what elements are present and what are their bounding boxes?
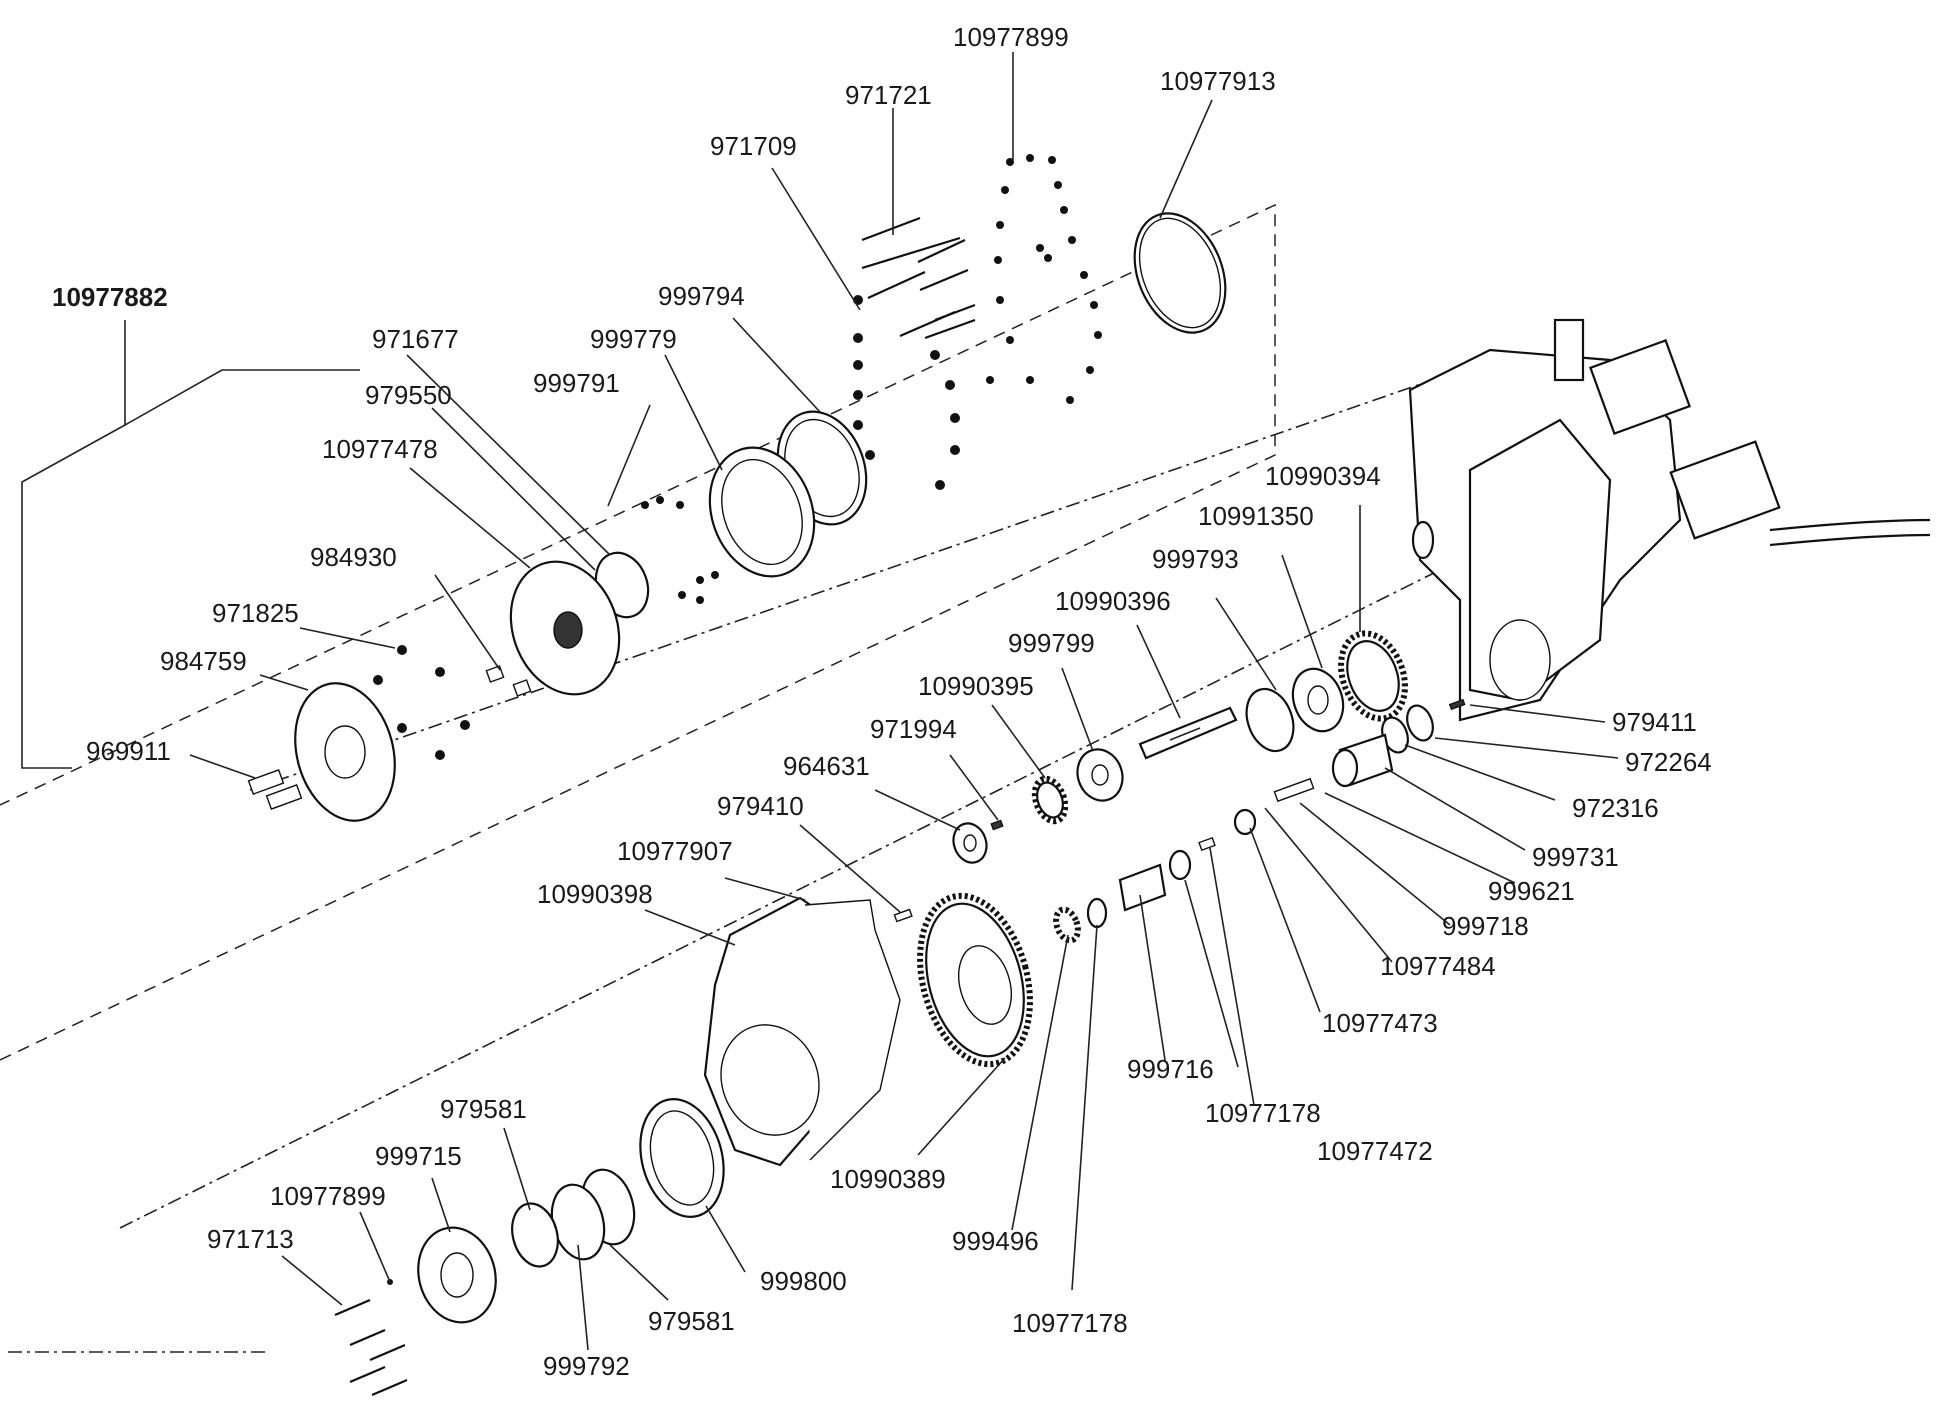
callout-label: 979410	[717, 791, 804, 821]
hex-bolts	[247, 769, 303, 810]
callout-label: 999716	[1127, 1054, 1214, 1084]
callout-label: 10977907	[617, 836, 733, 866]
callout-label: 10977472	[1317, 1136, 1433, 1166]
pump-body	[1408, 318, 1931, 722]
callout-label: 999779	[590, 324, 677, 354]
callout-label: 10977178	[1205, 1098, 1321, 1128]
callout-label: 10990398	[537, 879, 653, 909]
parts-artwork	[247, 154, 1931, 1397]
callout-label: 10977484	[1380, 951, 1496, 981]
pin-979410	[893, 908, 913, 923]
callout-label: 10977178	[1012, 1308, 1128, 1338]
callout-label: 972264	[1625, 747, 1712, 777]
right-small-parts	[1053, 698, 1466, 944]
callout-labels: 10977882 10977899 971721 971709 10977913…	[52, 22, 1712, 1381]
callout-label: 10977478	[322, 434, 438, 464]
callout-label: 999792	[543, 1351, 630, 1381]
callout-label: 999794	[658, 281, 745, 311]
callout-label: 999731	[1532, 842, 1619, 872]
callout-label: 971994	[870, 714, 957, 744]
gear-10990394	[1338, 630, 1408, 722]
callout-label: 999800	[760, 1266, 847, 1296]
callout-label: 10977899	[270, 1181, 386, 1211]
callout-label: 10990394	[1265, 461, 1381, 491]
callout-label: 972316	[1572, 793, 1659, 823]
small-screws	[641, 496, 719, 604]
leader-lines	[189, 52, 1619, 1351]
long-screws	[853, 216, 976, 490]
callout-label: 999715	[375, 1141, 462, 1171]
lower-left-parts	[334, 1098, 725, 1397]
callout-label: 999791	[533, 368, 620, 398]
callout-label: 979411	[1612, 707, 1697, 737]
callout-label: 10990395	[918, 671, 1034, 701]
callout-label: 971709	[710, 131, 797, 161]
assembly-label: 10977882	[52, 282, 168, 312]
large-gear	[917, 892, 1033, 1068]
callout-label: 964631	[783, 751, 870, 781]
callout-label: 999621	[1488, 876, 1575, 906]
callout-label: 999793	[1152, 544, 1239, 574]
callout-label: 979581	[440, 1094, 527, 1124]
dotted-seal-outline	[986, 154, 1102, 404]
callout-label: 979550	[365, 380, 452, 410]
callout-label: 10977473	[1322, 1008, 1438, 1038]
callout-label: 971677	[372, 324, 459, 354]
callout-label: 10977913	[1160, 66, 1276, 96]
assembly-frame	[0, 203, 1491, 1353]
callout-label: 971713	[207, 1224, 294, 1254]
callout-label: 10990389	[830, 1164, 946, 1194]
callout-label: 10977899	[953, 22, 1069, 52]
circlip-999793	[1245, 687, 1295, 753]
callout-label: 999496	[952, 1226, 1039, 1256]
callout-label: 10991350	[1198, 501, 1314, 531]
callout-label: 971721	[845, 80, 932, 110]
callout-label: 999799	[1008, 628, 1095, 658]
callout-label: 999718	[1442, 911, 1529, 941]
assembly-bracket	[21, 320, 360, 769]
callout-label: 979581	[648, 1306, 735, 1336]
callout-label: 969911	[86, 736, 171, 766]
callout-label: 10990396	[1055, 586, 1171, 616]
pins-and-screws	[373, 645, 532, 760]
callout-label: 984759	[160, 646, 247, 676]
callout-label: 984930	[310, 542, 397, 572]
callout-label: 971825	[212, 598, 299, 628]
pinion-gear	[1031, 775, 1069, 825]
